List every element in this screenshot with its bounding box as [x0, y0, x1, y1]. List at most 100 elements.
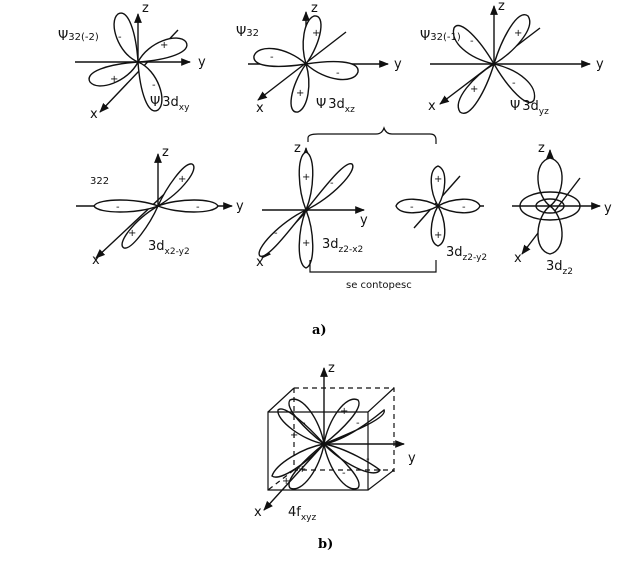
sign-plus: +: [312, 28, 320, 39]
sign-minus: -: [356, 418, 360, 429]
sign-minus: -: [302, 418, 306, 429]
sign-minus: -: [410, 202, 414, 213]
panel-3dz2: z y x 3dz2: [512, 141, 612, 277]
sign-plus: +: [302, 172, 310, 183]
orbital-name: 3dz2: [546, 259, 573, 277]
z-label: z: [328, 361, 335, 376]
panel-3dz2-x2: z y x + + - - 3dz2-x2: [256, 141, 368, 270]
lobe-minus: [271, 442, 326, 478]
lobe-minus: [492, 62, 536, 103]
lobe-minus: [137, 60, 163, 112]
sign-minus: -: [116, 202, 120, 213]
lobe-plus: [277, 408, 326, 446]
sign-minus: -: [196, 202, 200, 213]
bracket-bottom: [309, 260, 437, 273]
y-label: y: [360, 213, 368, 228]
sign-minus: -: [366, 454, 370, 465]
sign-plus: +: [514, 28, 522, 39]
sign-plus: +: [110, 74, 118, 85]
lobe-minus: [323, 408, 385, 445]
lobe-minus: [156, 199, 219, 213]
caption-b: b): [318, 537, 333, 552]
x-label: x: [92, 253, 100, 268]
lobe-plus: [298, 151, 314, 212]
panel-title: Ψ32(-2): [58, 29, 99, 44]
sign-plus: +: [340, 406, 348, 417]
sign-minus: -: [462, 202, 466, 213]
x-label: x: [256, 255, 264, 270]
lobe-minus: [436, 198, 481, 214]
sign-minus: -: [274, 228, 278, 239]
x-label: x: [254, 505, 262, 520]
y-label: y: [596, 57, 604, 72]
y-label: y: [236, 199, 244, 214]
sign-plus: +: [434, 174, 442, 185]
bracket-label: se contopesc: [346, 280, 412, 291]
cube-edges: [267, 387, 395, 491]
lobe-minus: [452, 25, 496, 66]
lobe-minus: [395, 198, 440, 214]
z-label: z: [294, 141, 301, 156]
panel-title: Ψ32: [236, 25, 259, 40]
caption-a: a): [312, 323, 327, 338]
z-label: z: [498, 0, 505, 14]
lobe-minus: [305, 163, 354, 211]
x-label: x: [90, 107, 98, 122]
lobe-plus: [323, 398, 360, 446]
panel-title: Ψ32(-1): [420, 29, 461, 44]
lobe-plus: [492, 14, 531, 66]
sign-plus: +: [160, 40, 168, 51]
superposition-bracket: se contopesc: [307, 126, 437, 291]
z-label: z: [538, 141, 545, 156]
sign-minus: -: [270, 52, 274, 63]
torus-ring: [519, 191, 581, 221]
lobe-plus: [121, 204, 160, 249]
z-label: z: [142, 1, 149, 16]
y-label: y: [408, 451, 416, 466]
sign-plus: +: [302, 238, 310, 249]
sign-plus: +: [298, 464, 306, 475]
lobe-plus: [322, 442, 381, 474]
x-label: x: [428, 99, 436, 114]
lobe-minus: [258, 209, 307, 257]
lobe-plus: [88, 61, 140, 87]
torus-inner: [535, 198, 565, 214]
lobe-plus: [430, 165, 446, 208]
lobe-minus: [288, 398, 325, 446]
sign-minus: -: [118, 32, 122, 43]
z-label: z: [311, 1, 318, 16]
y-label: y: [394, 57, 402, 72]
sign-plus: +: [434, 230, 442, 241]
orbital-name: 4fxyz: [288, 505, 317, 523]
lobe-minus: [93, 199, 160, 213]
lobe-plus: [430, 204, 446, 247]
x-axis: [257, 31, 347, 101]
sign-minus: -: [512, 78, 516, 89]
sign-plus: +: [282, 476, 290, 487]
sign-minus: -: [342, 468, 346, 479]
lobe-plus: [298, 208, 314, 269]
y-label: y: [198, 55, 206, 70]
lobe-plus: [136, 37, 188, 63]
lobe-plus: [156, 163, 195, 208]
panel-title: 322: [90, 176, 109, 187]
panel-3dx2-y2: z y x + + - - 322 3dx2-y2: [76, 145, 244, 268]
sign-plus: +: [290, 430, 298, 441]
y-label: y: [604, 201, 612, 216]
lobe-plus: [457, 62, 496, 114]
lobe-minus: [113, 12, 139, 64]
lobe-minus: [253, 47, 308, 68]
orbital-name: 3dz2-y2: [446, 245, 487, 263]
lobe-minus: [304, 60, 359, 81]
lobe-plus: [302, 15, 322, 66]
sign-minus: -: [470, 36, 474, 47]
z-label: z: [162, 145, 169, 160]
lobe-plus: [290, 62, 310, 113]
sign-plus: +: [470, 84, 478, 95]
panel-4fxyz: - + + - + - + - z y x 4fxyz: [254, 361, 416, 523]
